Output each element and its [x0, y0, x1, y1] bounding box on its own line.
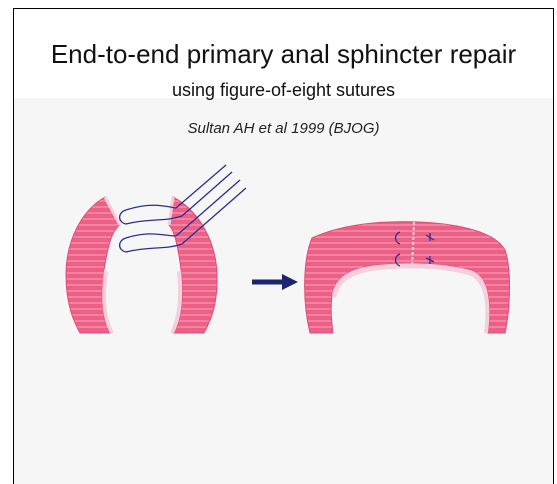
sphincter-left-half: [66, 197, 120, 333]
right-arrow-icon: [252, 274, 298, 290]
sphincter-repaired: [305, 222, 510, 333]
